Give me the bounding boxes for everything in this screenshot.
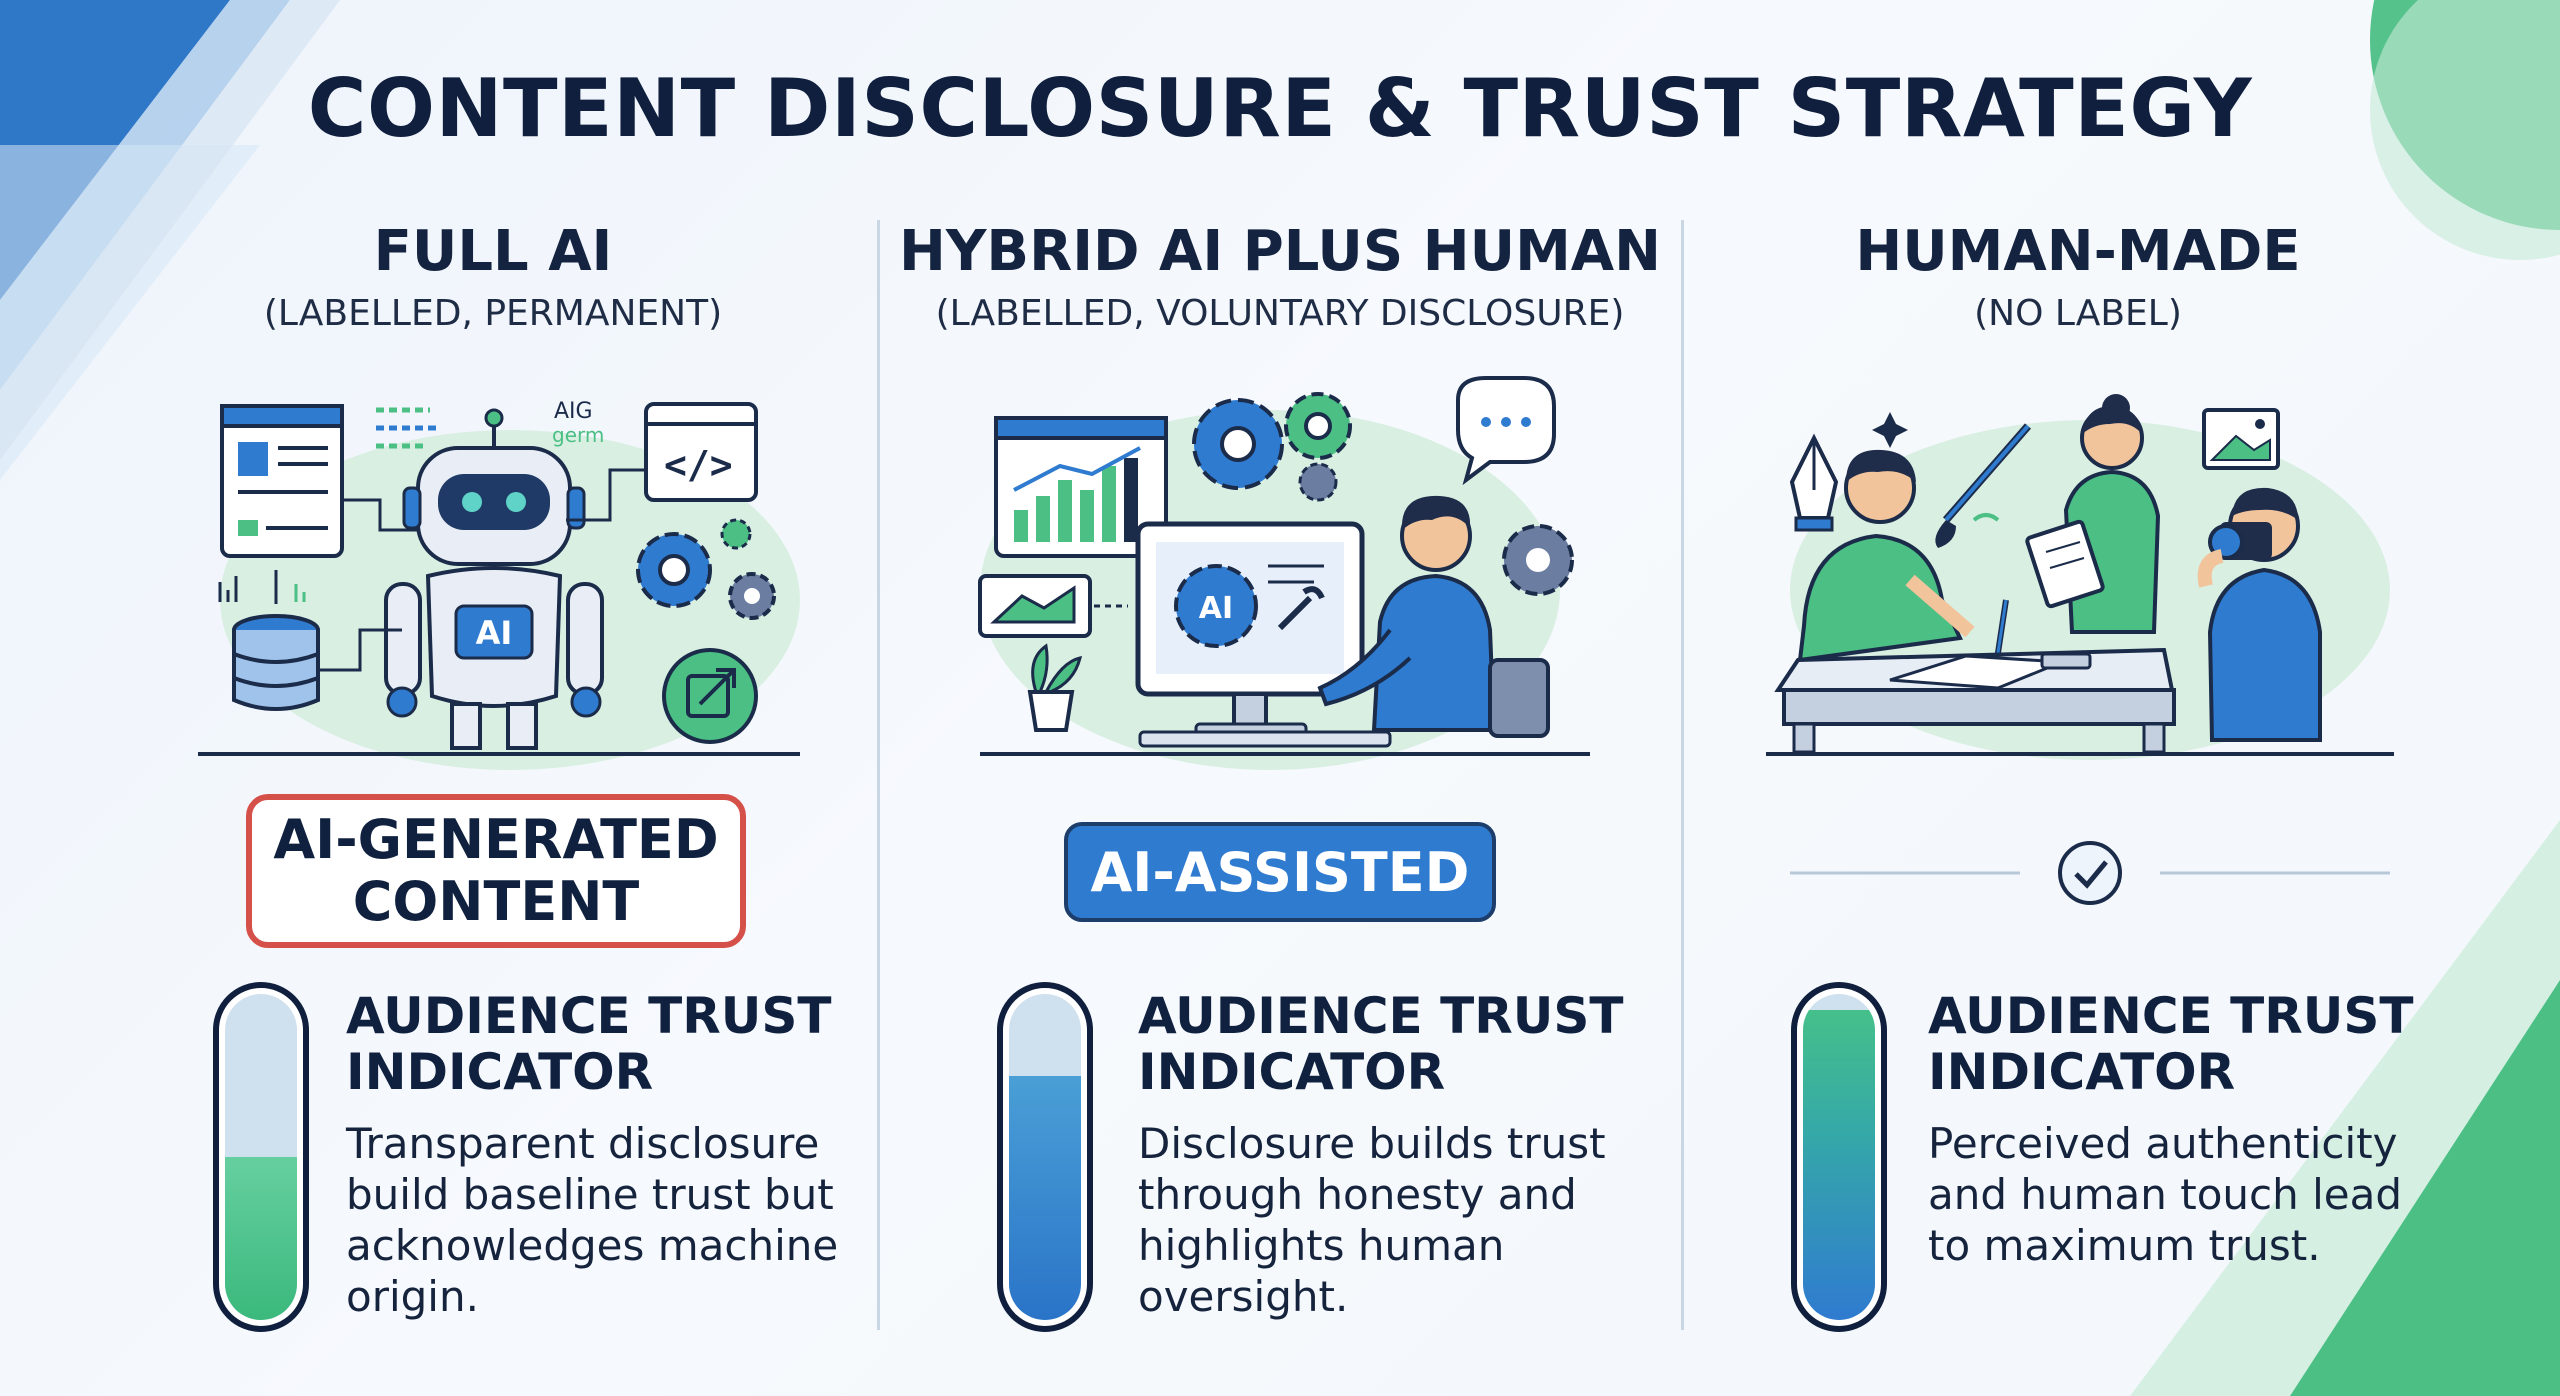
no-label-indicator bbox=[1790, 841, 2390, 905]
trust-meter-fill bbox=[225, 1157, 297, 1320]
chat-bubble-icon bbox=[1456, 376, 1556, 486]
trust-block-human-made: AUDIENCE TRUST INDICATOR Perceived authe… bbox=[1928, 988, 2428, 1271]
robot-icon: AI bbox=[384, 408, 604, 750]
column-title: FULL AI bbox=[373, 219, 613, 284]
trust-meter-fill bbox=[1009, 1075, 1081, 1320]
database-icon bbox=[232, 614, 320, 711]
column-title: HYBRID AI PLUS HUMAN bbox=[898, 219, 1661, 284]
trust-description: Disclosure builds trust through honesty … bbox=[1138, 1119, 1606, 1321]
trust-description: Perceived authenticity and human touch l… bbox=[1928, 1119, 2402, 1270]
trust-block-hybrid: AUDIENCE TRUST INDICATOR Disclosure buil… bbox=[1138, 988, 1638, 1322]
brush-icon bbox=[1935, 423, 2032, 548]
document-icon bbox=[220, 404, 344, 558]
image-icon bbox=[2202, 408, 2280, 470]
data-lines-icon bbox=[376, 407, 440, 449]
people-icon bbox=[1797, 394, 2322, 742]
trust-meter-track bbox=[1803, 994, 1875, 1320]
trust-meter-full-ai bbox=[213, 982, 309, 1332]
plant-icon bbox=[1027, 643, 1083, 732]
trust-description: Transparent disclosure build baseline tr… bbox=[346, 1119, 839, 1321]
column-subtitle: (LABELLED, VOLUNTARY DISCLOSURE) bbox=[935, 293, 1625, 334]
gear-icon bbox=[1192, 392, 1574, 596]
svg-text:germ: germ bbox=[552, 423, 604, 447]
ai-generated-label: AI-GENERATED CONTENT bbox=[246, 794, 746, 948]
column-divider-1 bbox=[877, 220, 880, 1330]
chart-icon bbox=[994, 416, 1168, 558]
svg-text:AI: AI bbox=[476, 614, 513, 652]
connector-lines bbox=[320, 468, 646, 672]
full-ai-illustration: AIG germ </> AI bbox=[198, 399, 800, 770]
ai-assisted-label: AI-ASSISTED bbox=[1064, 822, 1496, 922]
svg-text:AIG: AIG bbox=[554, 399, 593, 424]
svg-text:AI: AI bbox=[1199, 591, 1233, 626]
trust-title: AUDIENCE TRUST INDICATOR bbox=[346, 987, 832, 1101]
gear-icon bbox=[636, 518, 776, 620]
trust-title: AUDIENCE TRUST INDICATOR bbox=[1928, 987, 2414, 1101]
column-hybrid-header: HYBRID AI PLUS HUMAN (LABELLED, VOLUNTAR… bbox=[890, 218, 1670, 338]
export-icon bbox=[662, 648, 758, 744]
column-divider-2 bbox=[1681, 220, 1684, 1330]
column-subtitle: (NO LABEL) bbox=[1974, 293, 2182, 334]
trust-meter-track bbox=[225, 994, 297, 1320]
code-icon: </> bbox=[644, 402, 758, 502]
column-title: HUMAN-MADE bbox=[1855, 219, 2301, 284]
hybrid-illustration: AI bbox=[978, 376, 1590, 770]
trust-meter-hybrid bbox=[997, 982, 1093, 1332]
analytics-card-icon bbox=[978, 574, 1128, 638]
pen-nib-icon bbox=[1789, 433, 1839, 532]
person-icon bbox=[1317, 495, 1550, 738]
monitor-icon: AI bbox=[1135, 521, 1365, 738]
trust-meter-fill bbox=[1803, 1010, 1875, 1320]
page-title: CONTENT DISCLOSURE & TRUST STRATEGY bbox=[307, 62, 2253, 155]
column-human-made-header: HUMAN-MADE (NO LABEL) bbox=[1688, 218, 2468, 338]
trust-meter-track bbox=[1009, 994, 1081, 1320]
sparkle-icon bbox=[1872, 412, 1908, 448]
column-full-ai-header: FULL AI (LABELLED, PERMANENT) bbox=[103, 218, 883, 338]
trust-meter-human-made bbox=[1791, 982, 1887, 1332]
human-made-illustration bbox=[1766, 394, 2394, 760]
trust-title: AUDIENCE TRUST INDICATOR bbox=[1138, 987, 1624, 1101]
checkmark-icon bbox=[2058, 841, 2122, 905]
svg-text:</>: </> bbox=[664, 443, 733, 487]
bar-graph-icon bbox=[218, 570, 306, 604]
trust-block-full-ai: AUDIENCE TRUST INDICATOR Transparent dis… bbox=[346, 988, 846, 1322]
column-subtitle: (LABELLED, PERMANENT) bbox=[263, 293, 723, 334]
